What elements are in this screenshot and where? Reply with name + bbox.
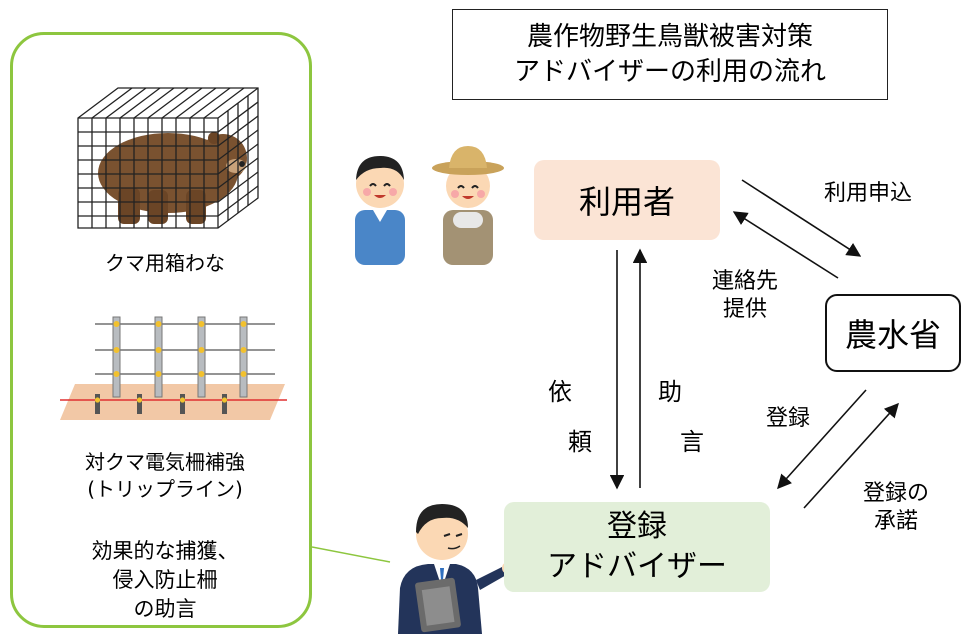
panel-connector-line [312,546,391,563]
apply-label: 利用申込 [823,181,912,206]
electric-fence-illustration [60,316,287,420]
contact-label-line1: 連絡先 [711,269,778,294]
advice-caption-line2: 侵入防止柵 [112,568,218,592]
advisor-node: 登録 アドバイザー [504,502,770,592]
approve-label: 登録の 承諾 [848,480,944,536]
user-node-label: 利用者 [578,183,675,221]
title-line2: アドバイザーの利用の流れ [513,56,826,87]
advice-caption-line3: の助言 [133,597,197,621]
maff-node: 農水省 [825,294,961,372]
request-label-char1: 依 [548,378,572,406]
advice-caption-line1: 効果的な捕獲、 [91,539,239,563]
fence-caption: 対クマ電気柵補強 (トリップライン) [40,449,290,503]
trap-caption: クマ用箱わな [105,251,225,275]
advice-caption: 効果的な捕獲、 侵入防止柵 の助言 [40,537,290,624]
register-arrow [777,389,867,490]
fence-caption-line1: 対クマ電気柵補強 [85,450,245,474]
request-label-char2: 頼 [568,428,592,456]
maff-node-label: 農水省 [844,316,941,354]
advice-label-char1: 助 [658,378,682,406]
diagram-title: 農作物野生鳥獣被害対策 アドバイザーの利用の流れ [452,9,888,100]
farmers-illustration [355,146,504,265]
contact-label: 連絡先 提供 [700,268,790,324]
contact-label-line2: 提供 [722,297,767,322]
contact-arrow [732,211,839,279]
bear-icon [98,132,247,224]
advice-label-char2: 言 [680,428,704,456]
title-line1: 農作物野生鳥獣被害対策 [526,21,813,52]
approve-arrow [803,402,899,509]
register-label: 登録 [765,406,810,431]
bear-cage-illustration [77,87,259,229]
fence-caption-line2: (トリップライン) [87,477,243,501]
approve-label-line1: 登録の [862,481,929,506]
advisor-node-line2: アドバイザー [547,549,727,584]
user-node: 利用者 [534,160,720,240]
apply-arrow [741,179,862,257]
advisor-node-line1: 登録 [607,509,667,544]
approve-label-line2: 承諾 [873,509,918,534]
